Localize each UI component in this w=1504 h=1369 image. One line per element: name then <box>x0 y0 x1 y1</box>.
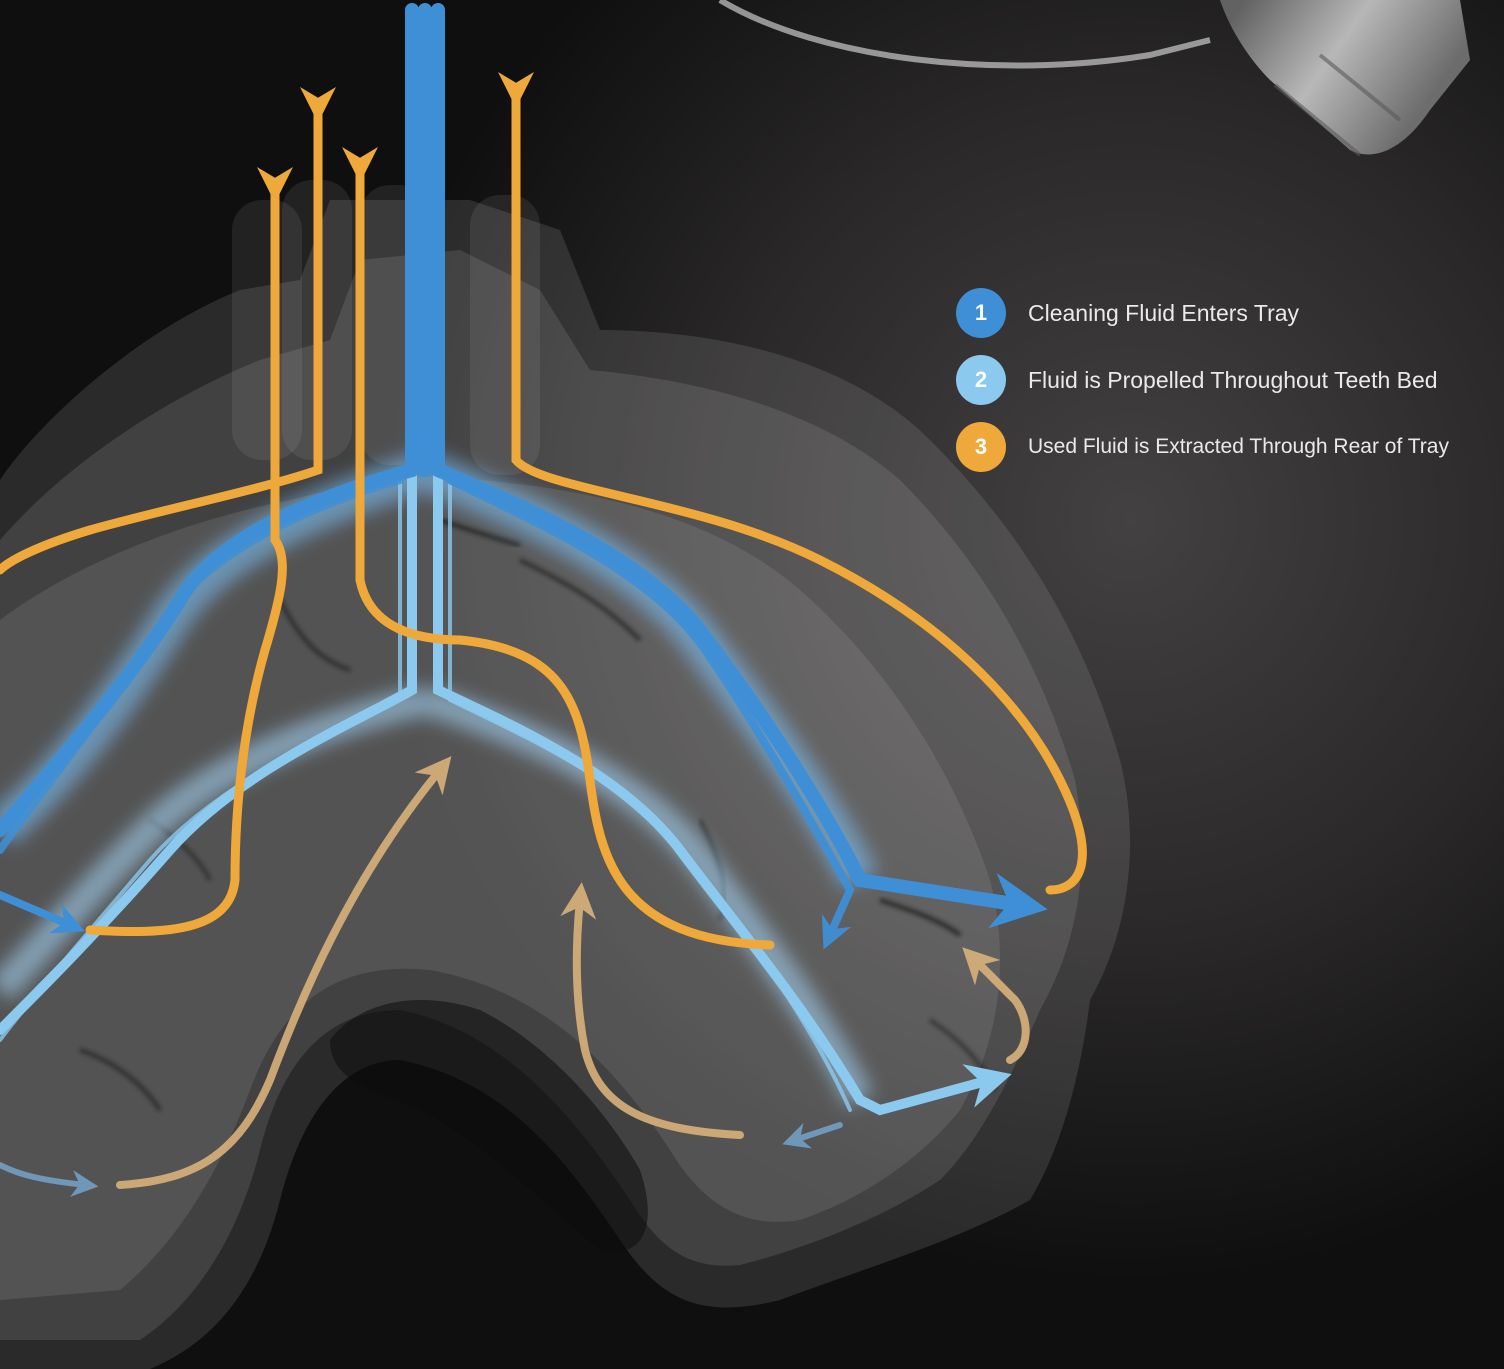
legend: 1 Cleaning Fluid Enters Tray 2 Fluid is … <box>956 288 1504 489</box>
legend-item-propelled-fluid: 2 Fluid is Propelled Throughout Teeth Be… <box>956 355 1504 405</box>
legend-label-3: Used Fluid is Extracted Through Rear of … <box>1028 435 1449 459</box>
legend-label-1: Cleaning Fluid Enters Tray <box>1028 300 1299 327</box>
legend-badge-3: 3 <box>956 422 1006 472</box>
legend-item-cleaning-fluid: 1 Cleaning Fluid Enters Tray <box>956 288 1504 338</box>
legend-item-used-fluid: 3 Used Fluid is Extracted Through Rear o… <box>956 422 1504 472</box>
legend-badge-2: 2 <box>956 355 1006 405</box>
legend-badge-1: 1 <box>956 288 1006 338</box>
legend-label-2: Fluid is Propelled Throughout Teeth Bed <box>1028 367 1438 394</box>
